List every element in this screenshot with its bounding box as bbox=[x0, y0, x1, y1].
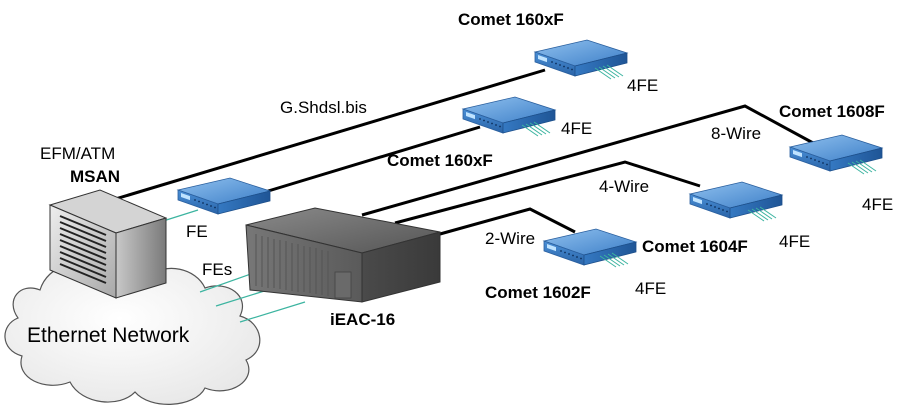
ieac16-chassis: iEAC-16 bbox=[245, 207, 441, 329]
comet-1608f: Comet 1608F 4FE bbox=[779, 102, 893, 214]
eight-wire-link bbox=[361, 104, 816, 217]
msan-label-line1: EFM/ATM bbox=[40, 144, 115, 163]
comet-1608f-label: Comet 1608F bbox=[779, 102, 885, 121]
two-wire-label: 2-Wire bbox=[485, 229, 535, 248]
ieac16-label: iEAC-16 bbox=[330, 310, 395, 329]
four-wire-label: 4-Wire bbox=[599, 177, 649, 196]
comet-top-ports: 4FE bbox=[627, 76, 658, 95]
fe-modem bbox=[177, 177, 271, 215]
four-wire-link bbox=[394, 160, 701, 225]
fe-label: FE bbox=[186, 222, 208, 241]
ethernet-network-cloud: Ethernet Network bbox=[4, 260, 261, 405]
comet-top-label: Comet 160xF bbox=[458, 10, 564, 29]
gshdsl-link-top bbox=[111, 68, 546, 202]
comet-160xf-mid: Comet 160xF 4FE bbox=[387, 96, 592, 170]
msan-label-line2: MSAN bbox=[70, 167, 120, 186]
fes-label: FEs bbox=[202, 260, 232, 279]
comet-1608f-ports: 4FE bbox=[862, 195, 893, 214]
fe-link-3 bbox=[239, 301, 306, 323]
comet-mid-label: Comet 160xF bbox=[387, 151, 493, 170]
ethernet-network-label: Ethernet Network bbox=[27, 324, 190, 347]
comet-160xf-top: Comet 160xF 4FE bbox=[458, 10, 658, 95]
eight-wire-label: 8-Wire bbox=[711, 124, 761, 143]
msan-rack: EFM/ATM MSAN bbox=[40, 144, 168, 299]
comet-1602f: Comet 1602F 4FE bbox=[485, 228, 666, 302]
comet-1604f-label: Comet 1604F bbox=[642, 237, 748, 256]
comet-1604f: Comet 1604F 4FE bbox=[642, 181, 810, 256]
dsl-links bbox=[111, 68, 816, 236]
gshdsl-link-mid bbox=[254, 125, 481, 197]
comet-1604f-ports: 4FE bbox=[779, 232, 810, 251]
comet-mid-ports: 4FE bbox=[561, 119, 592, 138]
two-wire-link bbox=[439, 207, 576, 236]
comet-1602f-label: Comet 1602F bbox=[485, 283, 591, 302]
comet-1602f-ports: 4FE bbox=[635, 279, 666, 298]
gshdsl-label: G.Shdsl.bis bbox=[280, 98, 367, 117]
